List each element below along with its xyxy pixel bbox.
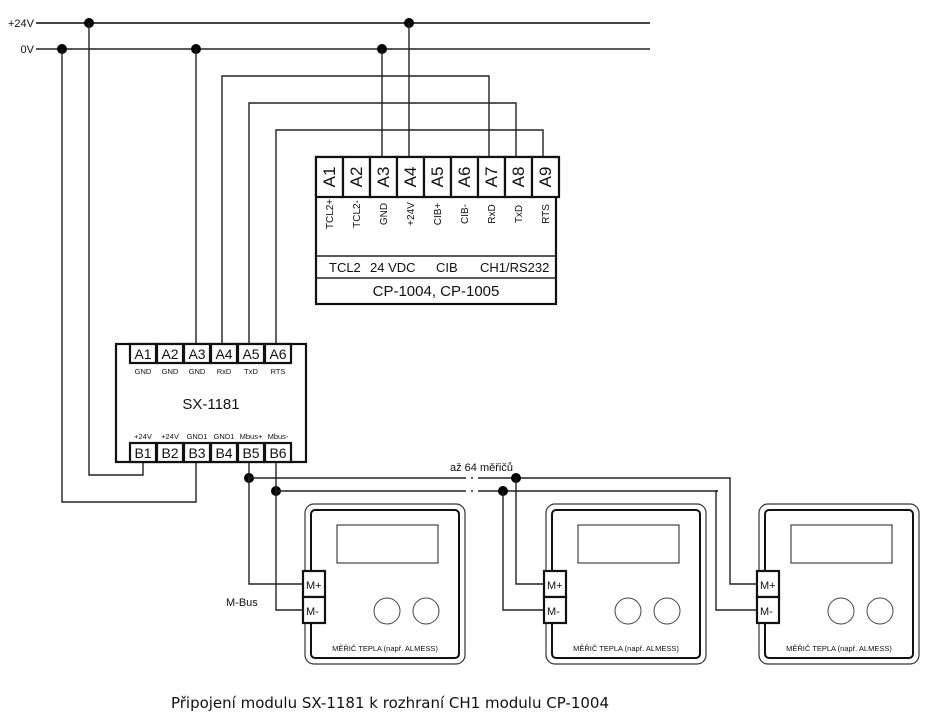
heat-meter: M+ M- MĚŘIČ TEPLA (např. ALMESS) bbox=[301, 503, 466, 665]
meter-minus-label: M- bbox=[760, 606, 773, 618]
meter-plus-label: M+ bbox=[547, 580, 563, 592]
cp-group-24vdc: 24 VDC bbox=[370, 260, 416, 275]
cp-terminal-label: A8 bbox=[509, 167, 528, 188]
cp-terminal-label: A5 bbox=[428, 167, 447, 188]
cp-signal-label: CIB- bbox=[460, 204, 471, 224]
sx-signal-label: RxD bbox=[217, 367, 232, 376]
meter-display bbox=[577, 524, 680, 564]
cp-signal-label: TCL2- bbox=[352, 200, 363, 228]
meter-label: MĚŘIČ TEPLA (např. ALMESS) bbox=[786, 644, 892, 653]
sx-signal-label: Mbus- bbox=[268, 432, 289, 441]
cp-terminal-label: A2 bbox=[347, 167, 366, 188]
cp-terminal-label: A6 bbox=[455, 167, 474, 188]
sx-module-name: SX-1181 bbox=[182, 396, 239, 413]
cp-terminal bbox=[530, 155, 561, 199]
sx-signal-label: GND1 bbox=[187, 432, 208, 441]
mbus-label: M-Bus bbox=[226, 597, 258, 609]
sx-terminal-label: B3 bbox=[188, 445, 205, 461]
cp-group-tcl2: TCL2 bbox=[329, 260, 361, 275]
sx-signal-label: GND1 bbox=[214, 432, 235, 441]
cp-terminal-label: A4 bbox=[401, 167, 420, 188]
cp-group-ch1: CH1/RS232 bbox=[480, 260, 549, 275]
sx-terminal-label: A4 bbox=[215, 346, 232, 362]
sx-signal-label: GND bbox=[135, 367, 152, 376]
cp-signal-label: CIB+ bbox=[433, 203, 444, 226]
cp-terminal-label: A9 bbox=[536, 167, 555, 188]
wire-m1-plus bbox=[248, 478, 303, 585]
wire-rxd bbox=[221, 75, 490, 344]
cp-terminal bbox=[449, 155, 480, 199]
cp-signal-label: TCL2+ bbox=[325, 199, 336, 229]
rail-label-0v: 0V bbox=[21, 44, 35, 56]
sx-terminal-top bbox=[263, 342, 293, 365]
meter-label: MĚŘIČ TEPLA (např. ALMESS) bbox=[573, 644, 679, 653]
cp-group-cib: CIB bbox=[436, 260, 458, 275]
sx-signal-label: GND bbox=[162, 367, 179, 376]
cp-terminal bbox=[422, 155, 453, 199]
sx-signal-label: RTS bbox=[271, 367, 286, 376]
sx-terminal-bottom bbox=[263, 441, 293, 464]
wire-m3-plus bbox=[718, 477, 757, 585]
sx-signal-label: Mbus+ bbox=[240, 432, 263, 441]
sx-terminal-label: B4 bbox=[215, 445, 232, 461]
meter-label: MĚŘIČ TEPLA (např. ALMESS) bbox=[332, 644, 438, 653]
meter-terminal-minus bbox=[755, 595, 781, 625]
sx-signal-label: +24V bbox=[161, 432, 179, 441]
meter-terminal-minus bbox=[301, 595, 327, 625]
sx-terminal-label: B2 bbox=[161, 445, 178, 461]
cp-signal-label: +24V bbox=[406, 202, 417, 226]
cp-signal-label: TxD bbox=[514, 205, 525, 223]
meter-minus-label: M- bbox=[306, 606, 319, 618]
meter-plus-label: M+ bbox=[306, 580, 322, 592]
wire-m2-plus bbox=[515, 478, 544, 585]
meter-minus-label: M- bbox=[547, 606, 560, 618]
sx-terminal-label: A3 bbox=[188, 346, 205, 362]
meter-button bbox=[373, 597, 401, 625]
cp-terminal-label: A7 bbox=[482, 167, 501, 188]
cp-signal-label: RTS bbox=[541, 204, 552, 224]
wire-24v-b1 bbox=[88, 23, 144, 476]
heat-meter: M+ M- MĚŘIČ TEPLA (např. ALMESS) bbox=[755, 503, 920, 665]
meter-terminal-minus bbox=[542, 595, 568, 625]
meter-button bbox=[827, 597, 855, 625]
sx-terminal-label: B5 bbox=[242, 445, 259, 461]
cp-terminal bbox=[476, 155, 507, 199]
wire-0v-b3 bbox=[61, 49, 197, 503]
meter-count-label: až 64 měřičů bbox=[450, 462, 513, 474]
sx-terminal-label: A2 bbox=[161, 346, 178, 362]
sx-signal-label: GND bbox=[189, 367, 206, 376]
wire-rts bbox=[275, 129, 544, 344]
sx-terminal-label: A5 bbox=[242, 346, 259, 362]
cp-terminal-label: A1 bbox=[320, 167, 339, 188]
sx-terminal-label: A1 bbox=[134, 346, 151, 362]
heat-meter: M+ M- MĚŘIČ TEPLA (např. ALMESS) bbox=[542, 503, 707, 665]
wire-m3-minus bbox=[715, 490, 757, 611]
meter-display bbox=[790, 524, 893, 564]
sx-terminal-label: B1 bbox=[134, 445, 151, 461]
wire-m1-minus bbox=[275, 491, 303, 611]
cp-signal-label: GND bbox=[379, 203, 390, 225]
cp-terminal bbox=[314, 155, 345, 199]
cp-module-name: CP-1004, CP-1005 bbox=[373, 283, 500, 300]
meter-display bbox=[336, 524, 439, 564]
meter-button bbox=[614, 597, 642, 625]
meter-button bbox=[866, 597, 894, 625]
wire-m2-minus bbox=[502, 491, 544, 611]
sx-terminal-label: A6 bbox=[269, 346, 286, 362]
diagram-caption: Připojení modulu SX-1181 k rozhraní CH1 … bbox=[171, 694, 609, 712]
sx-signal-label: +24V bbox=[134, 432, 152, 441]
meter-plus-label: M+ bbox=[760, 580, 776, 592]
sx-signal-label: TxD bbox=[244, 367, 258, 376]
meter-button bbox=[653, 597, 681, 625]
meter-button bbox=[412, 597, 440, 625]
rail-label-24v: +24V bbox=[8, 18, 35, 30]
sx-terminal-label: B6 bbox=[269, 445, 286, 461]
cp-terminal-label: A3 bbox=[374, 167, 393, 188]
cp-signal-label: RxD bbox=[487, 204, 498, 223]
